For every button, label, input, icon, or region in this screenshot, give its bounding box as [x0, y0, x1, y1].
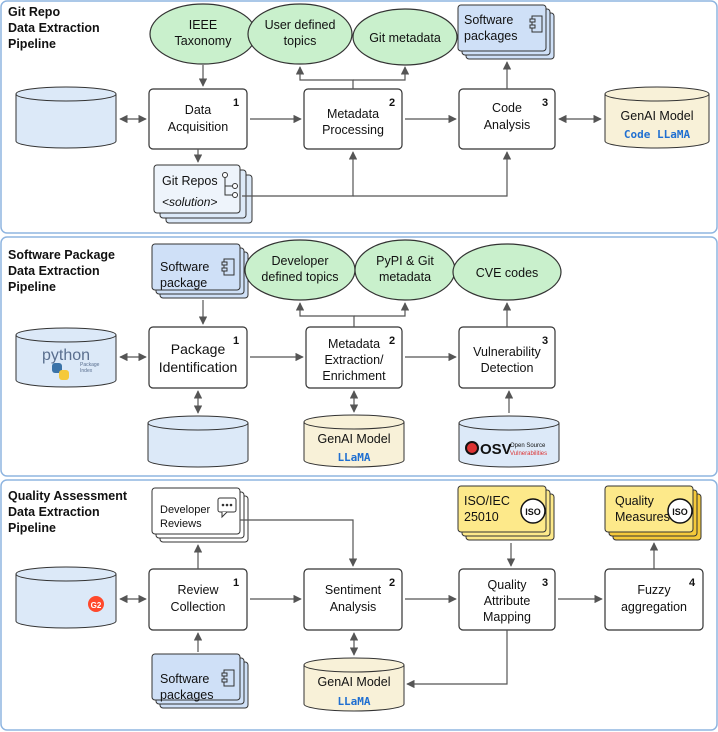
g2-logo: G2 — [91, 601, 102, 610]
svg-text:ISO: ISO — [525, 507, 541, 517]
svg-text:GenAI Model: GenAI Model — [318, 432, 391, 446]
package-store-cylinder — [147, 415, 249, 468]
step-number: 1 — [233, 335, 239, 347]
python-logo: python — [42, 347, 90, 364]
step-number: 4 — [689, 577, 696, 589]
step-number: 3 — [542, 577, 548, 589]
g2-logo-icon — [88, 596, 104, 612]
panel1-arrows — [119, 61, 602, 197]
genai-model-cylinder: GenAI Model LLaMA — [303, 657, 405, 712]
step-number: 1 — [233, 577, 239, 589]
data-source-cylinder — [15, 86, 117, 149]
svg-text:Code LLaMA: Code LLaMA — [624, 128, 691, 141]
cve-codes-node: CVE codes — [452, 243, 562, 301]
step-number: 3 — [542, 97, 548, 109]
component-icon — [221, 669, 235, 687]
g2-cylinder: G2 — [15, 566, 117, 629]
panel2-arrows — [119, 300, 514, 414]
step-number: 2 — [389, 577, 395, 589]
panel-title: Quality Assessment Data Extraction Pipel… — [8, 489, 131, 535]
step-number: 1 — [233, 97, 239, 109]
svg-text:<solution>: <solution> — [162, 195, 217, 209]
panel-title: Software Package Data Extraction Pipelin… — [8, 248, 118, 294]
step-number: 2 — [389, 97, 395, 109]
component-icon — [221, 258, 235, 276]
osv-logo: OSV — [480, 441, 512, 458]
svg-text:CVE codes: CVE codes — [476, 266, 539, 280]
svg-text:GenAI Model: GenAI Model — [318, 675, 391, 689]
genai-model-cylinder: GenAI Model LLaMA — [303, 414, 405, 468]
osv-logo-icon — [465, 441, 479, 455]
panel3-arrows — [119, 519, 659, 689]
genai-model-cylinder: GenAI Model Code LLaMA — [604, 86, 710, 149]
step-number: 2 — [389, 335, 395, 347]
svg-text:GenAI Model: GenAI Model — [621, 109, 694, 123]
svg-text:ISO: ISO — [672, 507, 688, 517]
svg-text:Git metadata: Git metadata — [369, 31, 441, 45]
python-snake-icon — [52, 363, 69, 380]
git-branch-icon — [222, 172, 238, 198]
git-repos-doc: Git Repos <solution> — [153, 164, 253, 224]
panel-title: Git Repo Data Extraction Pipeline — [8, 5, 103, 51]
svg-text:LLaMA: LLaMA — [337, 451, 370, 464]
step-number: 3 — [542, 335, 548, 347]
component-icon — [529, 15, 543, 33]
iso-globe-icon: ISO — [667, 498, 693, 524]
svg-text:Git Repos: Git Repos — [162, 174, 218, 188]
svg-text:LLaMA: LLaMA — [337, 695, 370, 708]
review-chat-icon — [217, 497, 237, 519]
iso-globe-icon: ISO — [520, 498, 546, 524]
git-metadata-node: Git metadata — [352, 8, 458, 66]
